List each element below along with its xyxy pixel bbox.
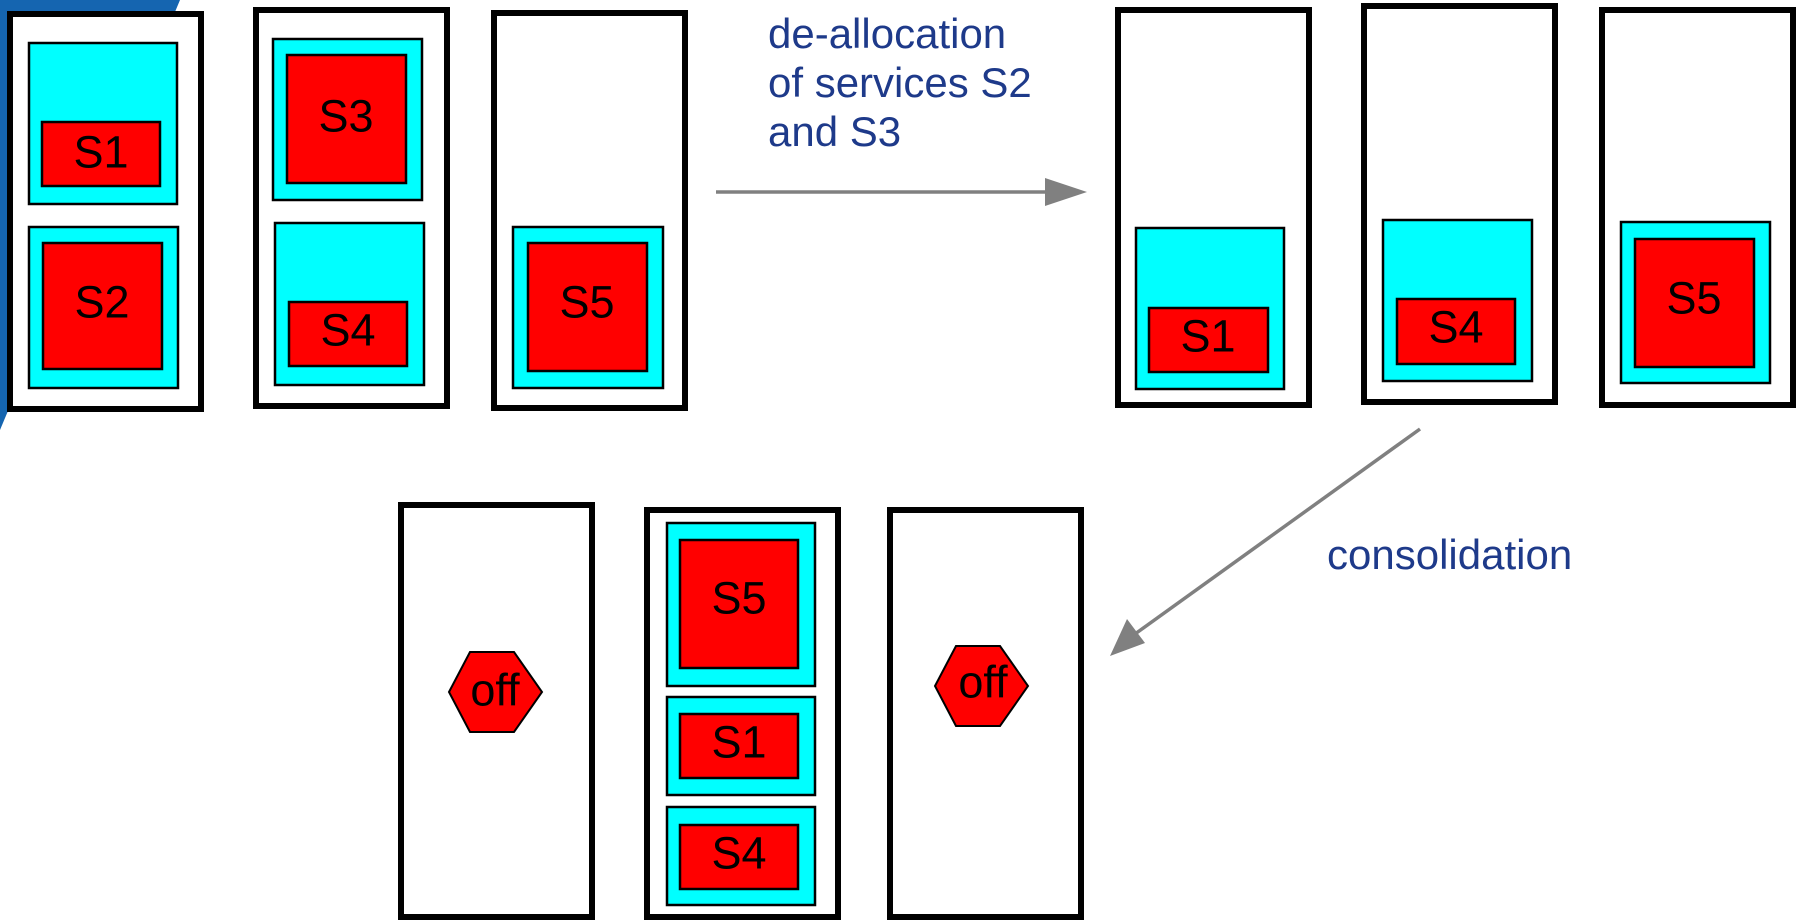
deallocation-caption: de-allocation of services S2 and S3 [768, 10, 1032, 155]
service-label: S5 [1666, 273, 1721, 324]
server-1: S1 [1115, 7, 1312, 408]
server-2: S3 S4 [253, 7, 450, 409]
service-box-s3 [285, 53, 408, 185]
caption-line-3: and S3 [768, 108, 901, 155]
server-3: S5 [491, 10, 688, 411]
service-box-s4 [287, 300, 409, 368]
bottom-server-group: off S5 S1 S4 off [398, 502, 1084, 920]
caption-line-2: of services S2 [768, 59, 1032, 106]
server-3-off: off [887, 507, 1084, 920]
server-box [887, 507, 1084, 920]
service-box-s1 [678, 712, 800, 780]
caption-line-1: de-allocation [768, 10, 1006, 57]
service-label: S5 [711, 573, 766, 624]
server-1: S1 S2 [7, 11, 204, 412]
service-label: S4 [320, 305, 375, 356]
service-box-s4 [678, 823, 800, 891]
server-3: S5 [1599, 7, 1796, 408]
service-box-s4 [1395, 297, 1517, 366]
service-label: S2 [74, 277, 129, 328]
service-label: S1 [711, 717, 766, 768]
service-label: S5 [559, 277, 614, 328]
server-1-off: off [398, 502, 595, 920]
server-2: S5 S1 S4 [644, 507, 841, 920]
service-box-s1 [1147, 306, 1270, 374]
consolidation-arrow [1110, 427, 1422, 656]
service-box-s2 [41, 241, 164, 371]
service-label: S3 [318, 91, 373, 142]
deallocation-arrow [716, 178, 1087, 206]
server-2: S4 [1361, 3, 1558, 405]
top-right-server-group: S1 S4 S5 [1115, 3, 1796, 408]
service-box-s1 [40, 120, 162, 188]
service-box-s5 [1633, 237, 1756, 369]
top-left-server-group: S1 S2 S3 S4 S5 [7, 7, 688, 412]
service-label: S4 [1428, 302, 1483, 353]
service-label: S4 [711, 828, 766, 879]
off-hexagon [933, 645, 1030, 727]
status-label: off [470, 665, 520, 716]
service-label: S1 [73, 127, 128, 178]
status-label: off [958, 657, 1008, 708]
service-label: S1 [1180, 311, 1235, 362]
consolidation-caption: consolidation [1327, 531, 1572, 578]
off-hexagon [447, 651, 544, 733]
service-box-s5 [526, 241, 649, 373]
service-box-s5 [678, 538, 800, 670]
